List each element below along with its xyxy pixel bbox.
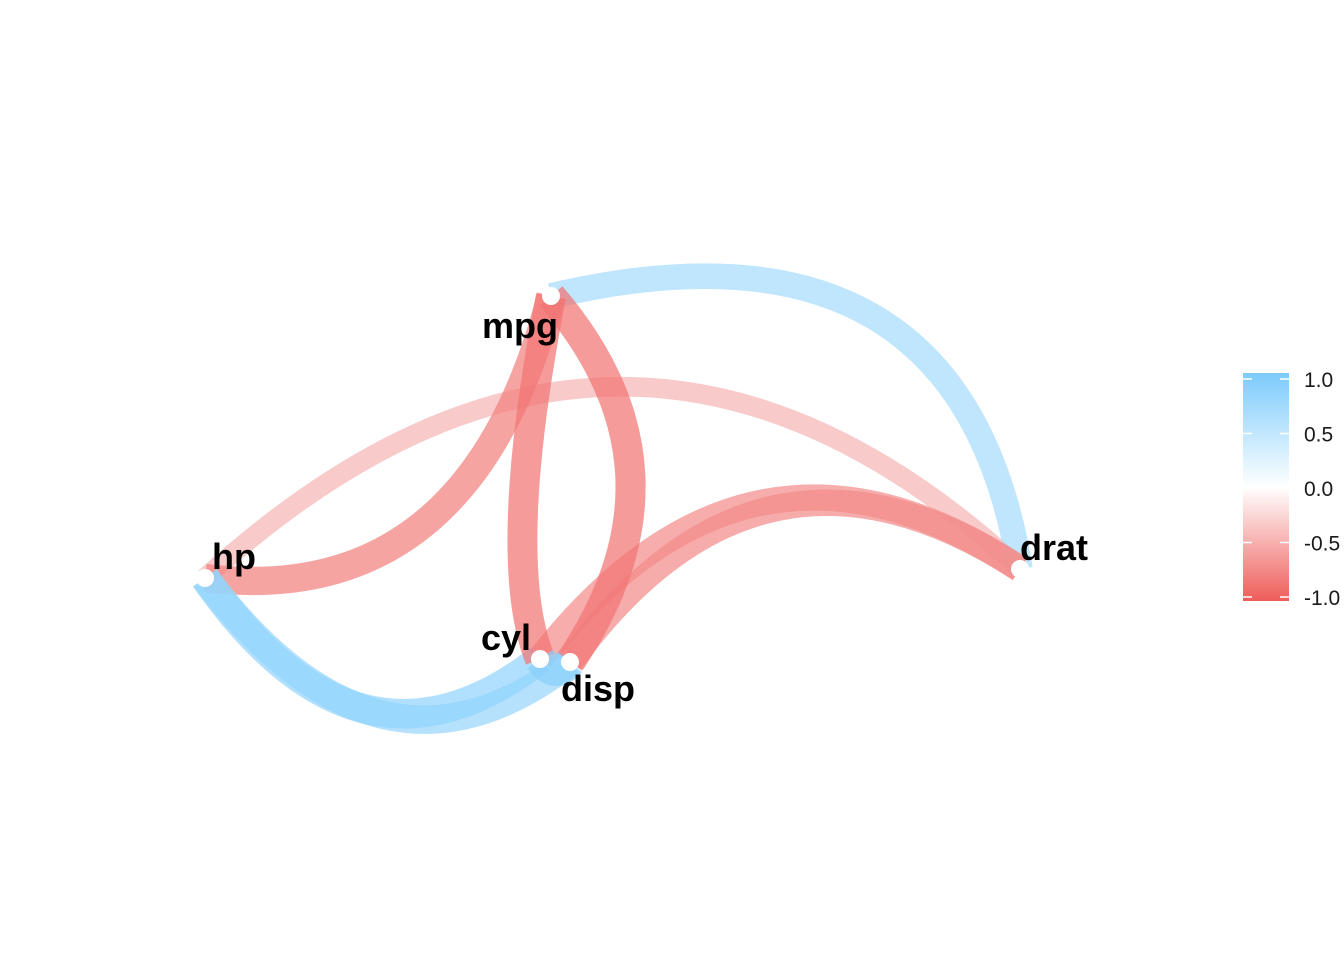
edge-mpg-disp	[539, 286, 646, 671]
edges-layer	[192, 263, 1033, 734]
node-label-cyl: cyl	[481, 617, 531, 658]
legend-tick-label: -1.0	[1304, 587, 1340, 610]
legend-tick-label: -0.5	[1304, 533, 1340, 556]
node-label-hp: hp	[212, 536, 256, 577]
legend-color-bar	[1243, 373, 1289, 601]
node-label-disp: disp	[561, 668, 635, 709]
nodes-layer	[196, 287, 1029, 671]
edge-mpg-cyl	[507, 293, 566, 665]
legend-tick-label: 1.0	[1304, 369, 1333, 392]
node-label-mpg: mpg	[482, 305, 558, 346]
node-cyl	[531, 650, 549, 668]
legend-tick-label: 0.0	[1304, 478, 1333, 501]
node-mpg	[542, 287, 560, 305]
edge-mpg-drat	[548, 263, 1033, 572]
color-legend: 1.0 0.5 0.0 -0.5 -1.0	[1243, 369, 1340, 610]
node-hp	[196, 569, 214, 587]
edge-disp-drat	[559, 489, 1028, 670]
node-label-drat: drat	[1020, 527, 1088, 568]
node-drat	[1011, 560, 1029, 578]
edge-cyl-hp	[192, 569, 550, 729]
legend-tick-label: 0.5	[1304, 424, 1333, 447]
node-disp	[561, 653, 579, 671]
